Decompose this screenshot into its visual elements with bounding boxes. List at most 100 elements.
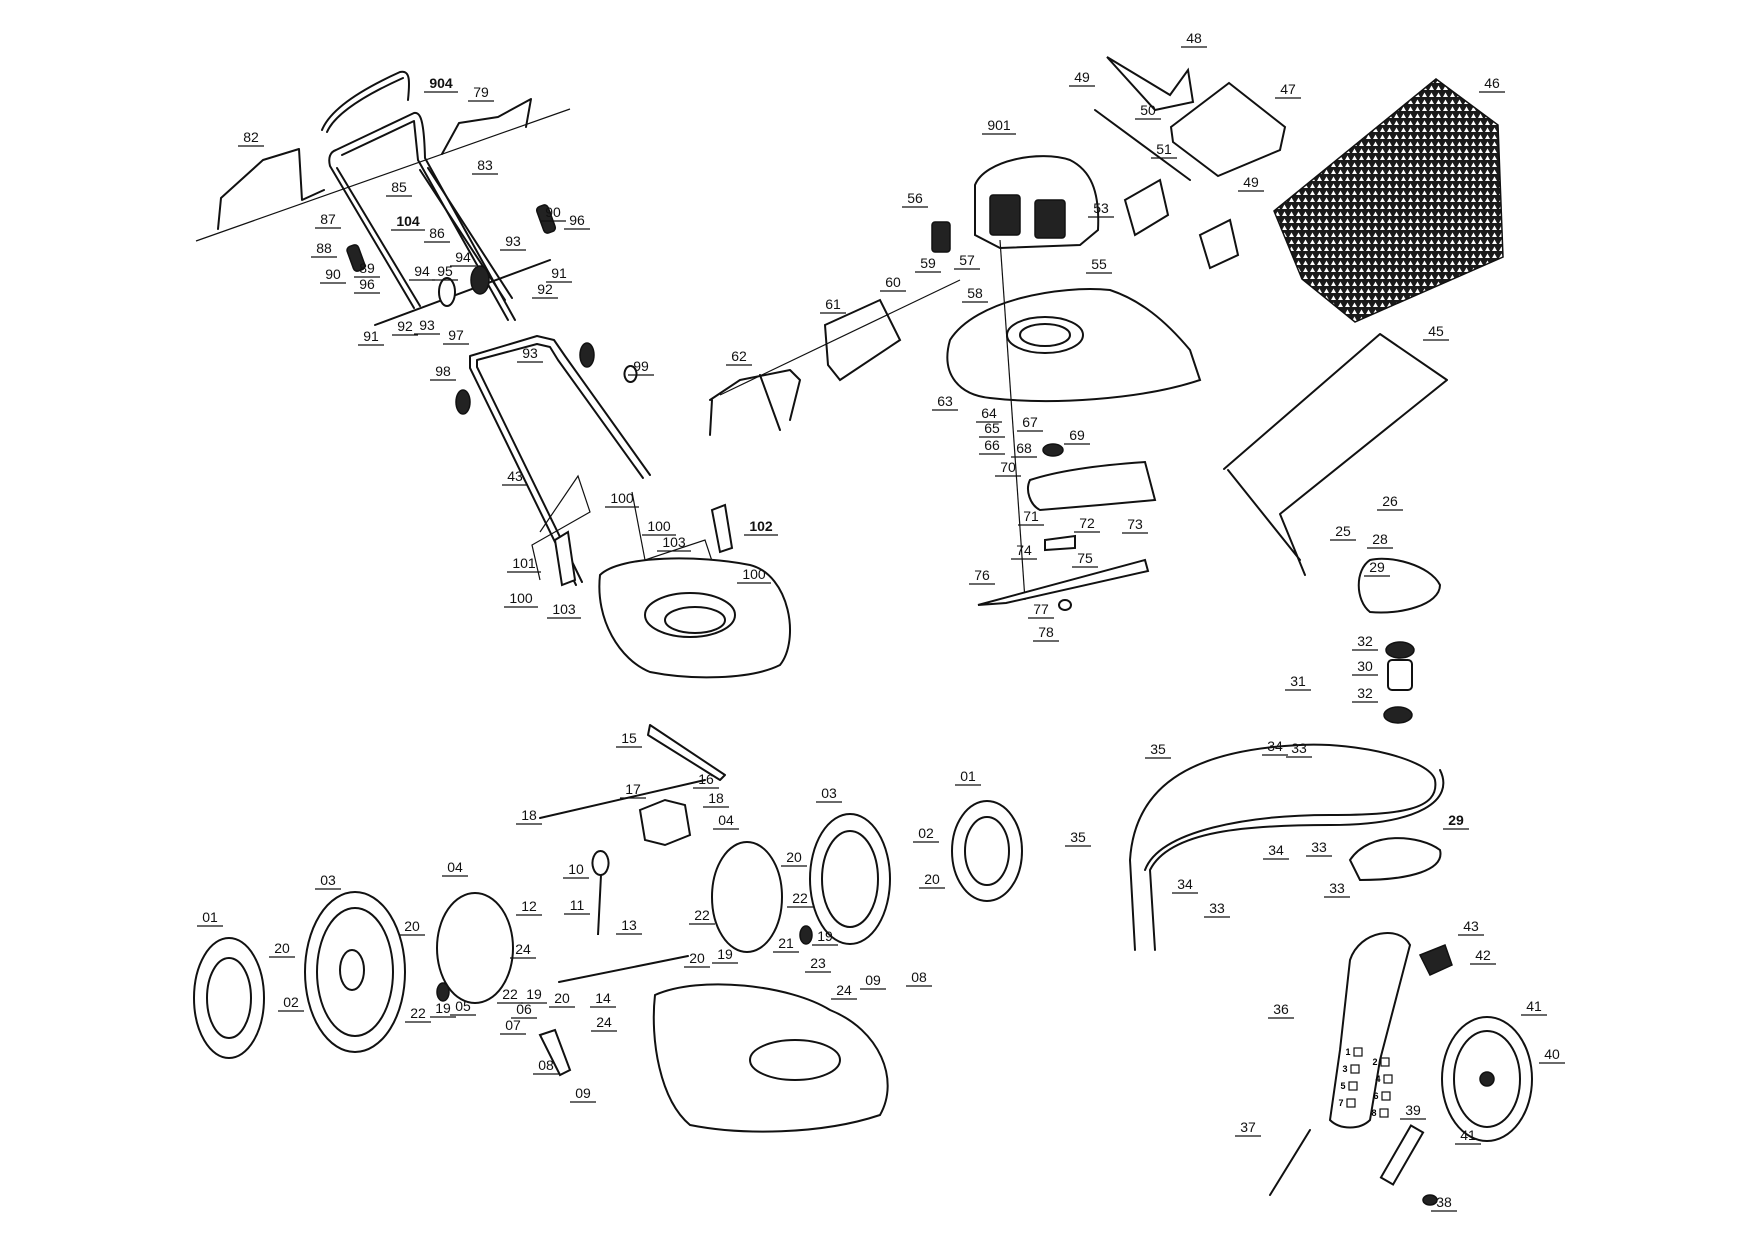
part-label-35: 35 [1065,829,1091,847]
part-label-64: 64 [976,405,1002,423]
part-label-20: 20 [549,990,575,1008]
part-number: 11 [570,897,585,913]
part-label-33: 33 [1286,740,1312,758]
part-number: 45 [1428,323,1444,339]
part-number: 103 [552,601,576,617]
part-number: 101 [512,555,536,571]
part-label-66: 66 [979,437,1005,455]
part-number: 16 [698,771,714,787]
bracket-102 [710,503,734,554]
front-wheel-40-rim [1453,1030,1521,1128]
part-number: 04 [447,859,463,875]
part-number: 20 [404,918,420,934]
deck-lower-view-opening [749,1039,841,1081]
part-number: 49 [1074,69,1090,85]
part-label-100: 100 [504,590,538,608]
part-number: 30 [1357,658,1373,674]
part-number: 01 [960,768,976,784]
part-number: 18 [521,807,537,823]
hubcap-01-right-inner [964,816,1010,886]
part-label-47: 47 [1275,81,1301,99]
part-number: 82 [243,129,259,145]
part-label-88: 88 [311,240,337,258]
knob-42 [1418,944,1453,976]
part-label-20: 20 [919,871,945,889]
part-number: 83 [477,157,493,173]
part-number: 93 [505,233,521,249]
part-label-58: 58 [962,285,988,303]
part-label-100: 100 [605,490,639,508]
part-label-94: 94 [409,263,435,281]
deflector-62 [709,369,801,436]
part-label-62: 62 [726,348,752,366]
part-number: 98 [435,363,451,379]
part-label-31: 31 [1285,673,1311,691]
part-number: 901 [987,117,1011,133]
bracket-101 [553,530,577,587]
part-number: 90 [545,204,561,220]
position-number: 1 [1345,1047,1350,1057]
part-number: 87 [320,211,336,227]
deck-63 [946,288,1202,402]
part-label-89: 89 [354,260,380,278]
part-label-07: 07 [500,1017,526,1035]
part-label-901: 901 [982,117,1016,135]
part-label-21: 21 [773,935,799,953]
part-label-20: 20 [684,950,710,968]
part-number: 14 [595,990,611,1006]
part-label-32: 32 [1352,685,1378,703]
lower-handle-97 [469,335,651,586]
part-number: 02 [283,994,299,1010]
deck-upper-view-ring [664,606,726,634]
part-number: 22 [694,907,710,923]
part-number: 04 [718,812,734,828]
fan-70 [1027,460,1157,512]
part-label-29: 29 [1443,812,1469,830]
wheel-03-right-rim [821,830,879,928]
part-number: 75 [1077,550,1093,566]
part-label-35: 35 [1145,741,1171,759]
part-label-03: 03 [315,872,341,890]
part-label-33: 33 [1204,900,1230,918]
part-label-14: 14 [590,990,616,1008]
part-number: 67 [1022,414,1038,430]
part-number: 71 [1023,508,1039,524]
part-label-56: 56 [902,190,928,208]
front-wheel-40-hub [1479,1071,1495,1087]
part-number: 17 [625,781,641,797]
part-label-09: 09 [570,1085,596,1103]
part-number: 10 [568,861,584,877]
part-label-79: 79 [468,84,494,102]
part-label-104: 104 [391,213,425,231]
part-number: 104 [396,213,420,229]
part-label-41: 41 [1521,998,1547,1016]
engine-cylinder [989,194,1021,236]
bushing-30 [1387,659,1413,691]
part-label-78: 78 [1033,624,1059,642]
part-label-70: 70 [995,459,1021,477]
part-number: 29 [1448,812,1464,828]
part-label-01: 01 [955,768,981,786]
cable-60 [719,279,961,396]
part-label-22: 22 [497,986,523,1004]
part-number: 23 [810,955,826,971]
bearing-32-bottom [1383,706,1413,724]
deck-upper-view [598,557,791,679]
part-number: 37 [1240,1119,1256,1135]
part-number: 35 [1070,829,1086,845]
bag-frame-45 [1223,333,1448,576]
part-label-55: 55 [1086,256,1112,274]
part-label-99: 99 [628,358,654,376]
part-number: 39 [1405,1102,1421,1118]
part-number: 100 [742,566,766,582]
pinion-21 [799,925,813,945]
part-number: 76 [974,567,990,583]
part-label-68: 68 [1011,440,1037,458]
part-number: 24 [596,1014,612,1030]
part-label-82: 82 [238,129,264,147]
part-number: 50 [1140,102,1156,118]
position-slot [1380,1057,1390,1067]
part-number: 02 [918,825,934,841]
part-label-90: 90 [320,266,346,284]
part-number: 32 [1357,633,1373,649]
